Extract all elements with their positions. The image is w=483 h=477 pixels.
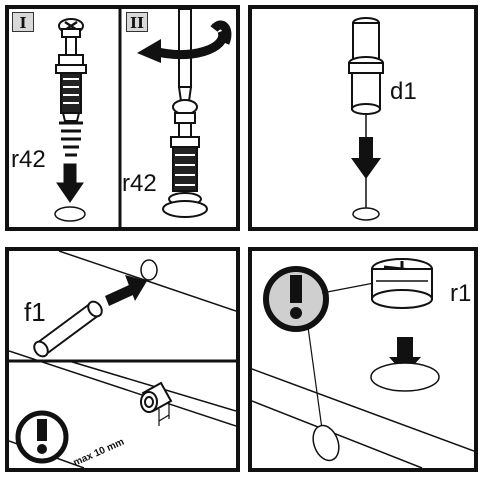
down-arrow-icon	[56, 163, 84, 203]
dimension-label: max 10 mm	[72, 436, 126, 468]
inserted-dowel	[140, 381, 173, 413]
dowel-pin	[33, 300, 103, 358]
dowel-drawing: d1	[348, 17, 417, 221]
drill-hole	[54, 206, 86, 222]
cam-bolt-step1	[55, 18, 87, 157]
part-label-d1: d1	[390, 78, 417, 105]
warning-exclamation-icon	[15, 410, 69, 464]
part-label-r1: r1	[450, 280, 471, 307]
panel-cam-lock-insert: r1	[248, 247, 478, 472]
pointer-line	[307, 326, 323, 430]
step-badge-1: I	[12, 12, 34, 32]
part-label-r42-b: r42	[122, 170, 157, 197]
board-outline	[252, 368, 474, 468]
drill-hole	[352, 207, 380, 221]
cam-lock	[371, 258, 433, 309]
step-badge-2: II	[126, 12, 148, 32]
panel-dowel-insert: d1	[248, 5, 478, 231]
board-dowel-drawing: f1 max 10 mm	[9, 251, 236, 468]
part-label-f1: f1	[24, 297, 46, 327]
dimension-line	[158, 401, 170, 426]
cam-bolt-step2	[162, 99, 208, 218]
panel-cam-bolt-install: I II r42	[5, 5, 240, 231]
edge-hole	[312, 424, 340, 462]
cam-bolt-drawing: r42 r42	[11, 9, 232, 227]
cam-lock-drawing: r1	[252, 258, 474, 468]
part-label-r42-a: r42	[11, 146, 46, 173]
insert-arrow-icon	[105, 275, 147, 306]
panel-dowel-depth: f1 max 10 mm	[5, 247, 240, 472]
pointer-line	[321, 282, 375, 294]
board-hole	[140, 259, 158, 281]
rotate-arrow-icon	[137, 20, 232, 63]
down-arrow-icon	[351, 137, 381, 179]
warning-exclamation-icon	[263, 266, 329, 332]
cam-hole	[370, 362, 440, 392]
dowel-pin	[348, 17, 384, 115]
screwdriver-icon	[177, 9, 193, 102]
